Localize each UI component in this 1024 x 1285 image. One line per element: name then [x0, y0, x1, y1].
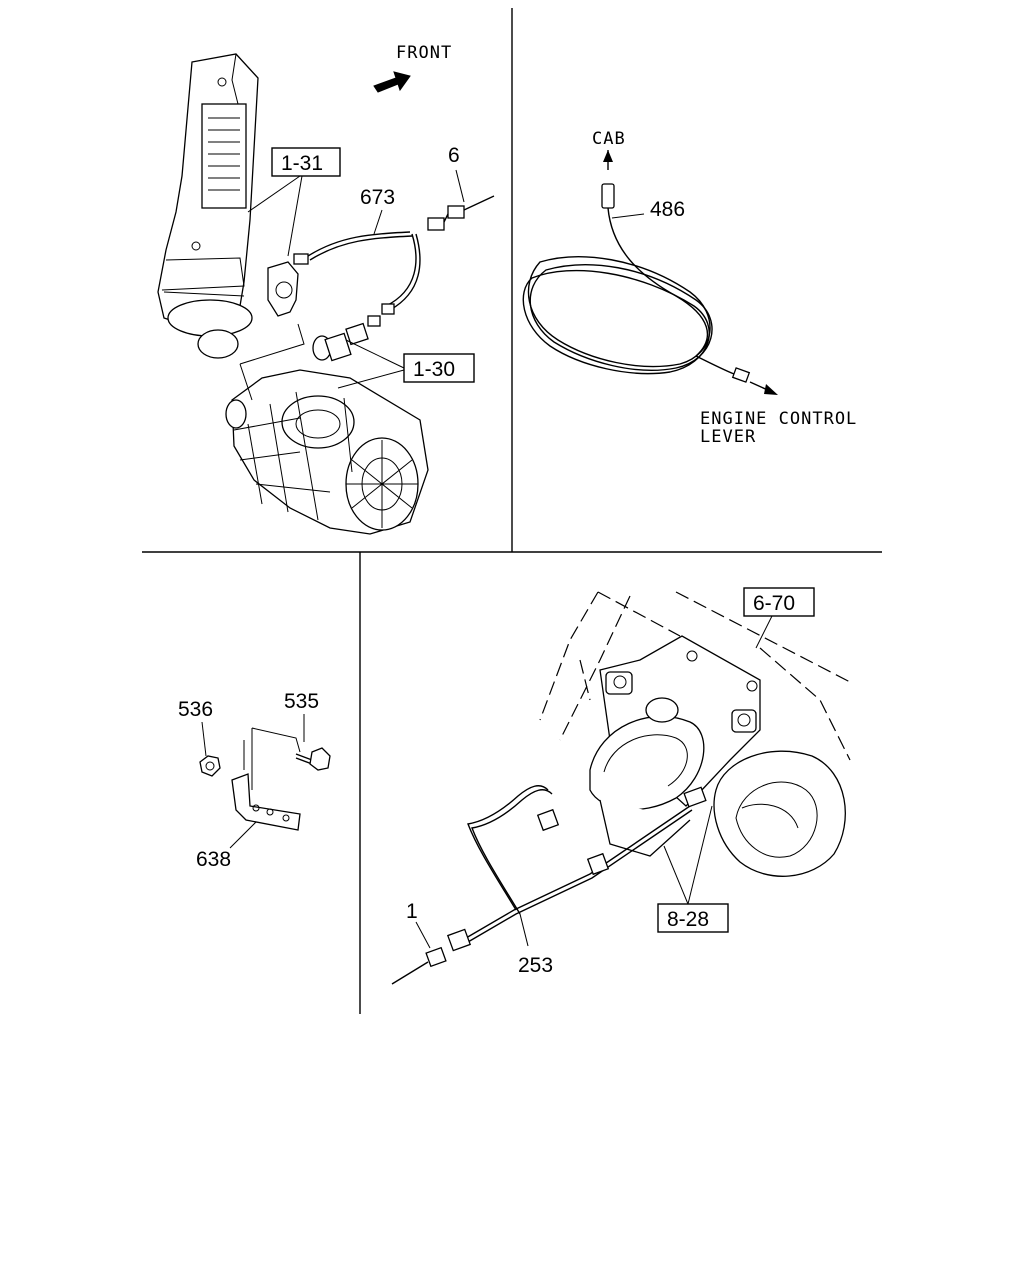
nut-536	[199, 755, 221, 777]
front-arrow-icon	[373, 71, 411, 93]
part-6-label: 6	[448, 144, 460, 167]
ref-box-8-28	[657, 903, 729, 933]
panel-bottom-left: 536 535 638	[178, 690, 331, 871]
horn-right	[713, 750, 846, 877]
front-label: FRONT	[396, 43, 452, 63]
bracket-638	[231, 773, 301, 831]
cable-end-cab	[601, 183, 615, 209]
horn-left	[589, 697, 705, 857]
panel-bottom-right: 6-70	[391, 587, 851, 985]
control-cable-coil	[522, 207, 751, 383]
cab-label: CAB	[592, 129, 626, 149]
ref-box-1-30	[403, 353, 475, 383]
engine-block-outline	[539, 591, 851, 761]
vacuum-switch	[312, 315, 381, 362]
panel-top-left: FRONT	[157, 43, 495, 535]
engine-control-label-1: ENGINE CONTROL	[700, 409, 857, 429]
part-536-label: 536	[178, 698, 213, 721]
air-cleaner	[225, 369, 429, 535]
sensor-bracket	[267, 253, 309, 317]
part-486-label: 486	[650, 198, 685, 221]
ref-6-70-label: 6-70	[753, 592, 795, 615]
harness-673	[307, 195, 495, 315]
down-arrow-icon	[749, 381, 778, 395]
ref-1-31-label: 1-31	[281, 152, 323, 175]
ref-1-30-label: 1-30	[413, 358, 455, 381]
ref-8-28-label: 8-28	[667, 908, 709, 931]
part-253-label: 253	[518, 954, 553, 977]
bolt-535	[295, 747, 331, 771]
panel-top-right: CAB 486 ENGINE CONTROL LEVER	[522, 129, 857, 447]
part-535-label: 535	[284, 690, 319, 713]
up-arrow-icon	[603, 150, 613, 170]
engine-control-label-2: LEVER	[700, 427, 756, 447]
dashed-leaders	[243, 727, 301, 790]
part-638-label: 638	[196, 848, 231, 871]
air-intake-duct	[157, 53, 259, 359]
panel-dividers	[142, 8, 882, 1014]
ref-box-6-70	[743, 587, 815, 617]
ref-box-1-31	[271, 147, 341, 177]
part-673-label: 673	[360, 186, 395, 209]
harness-253	[391, 785, 707, 985]
part-1-label: 1	[406, 900, 418, 923]
